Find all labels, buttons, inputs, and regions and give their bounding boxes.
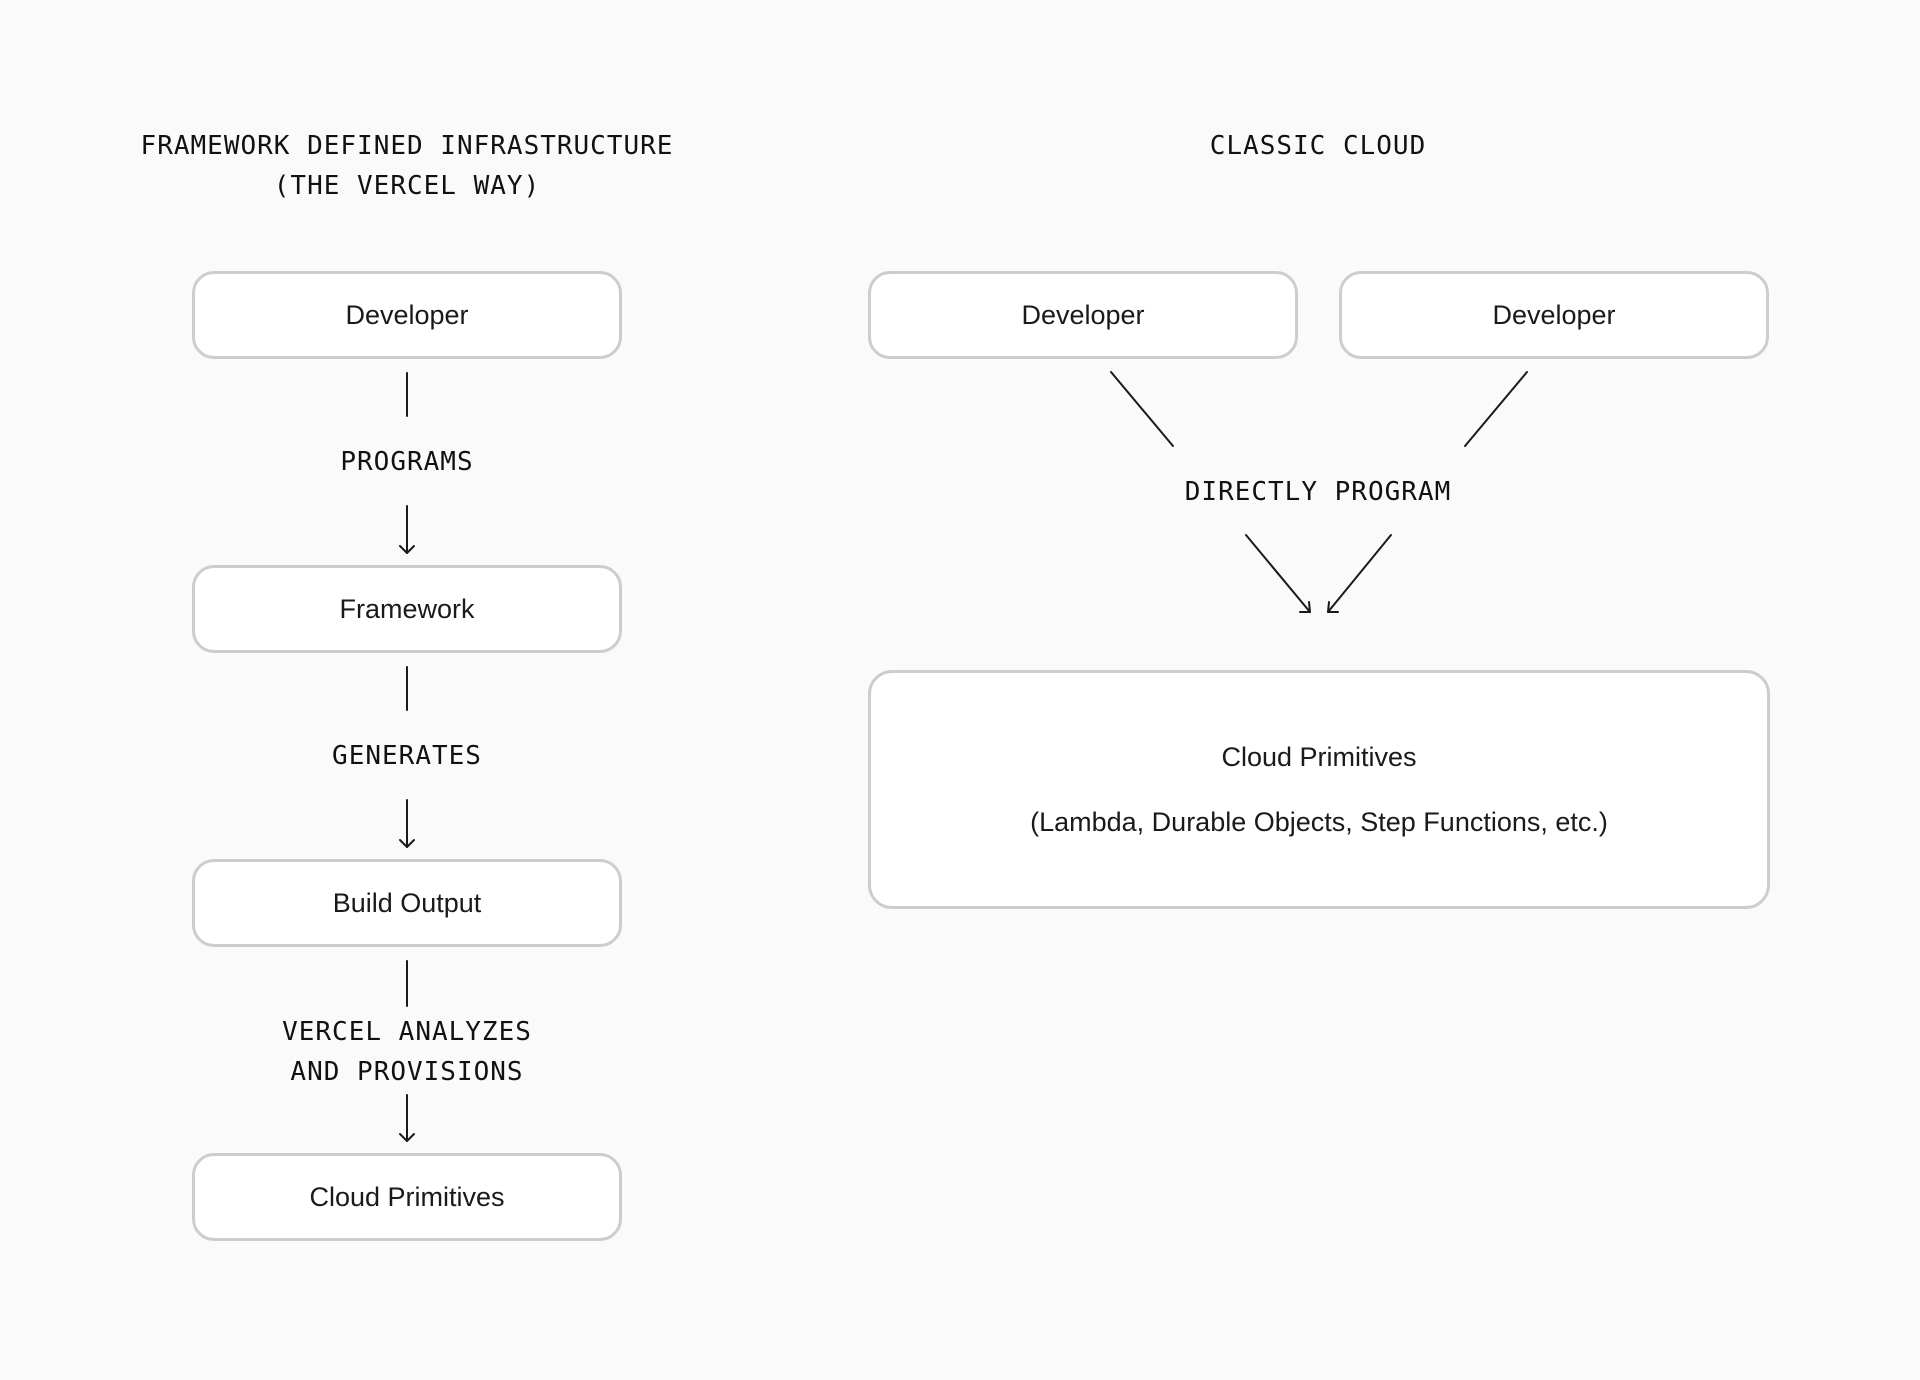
arrowhead-to-framework [399, 545, 415, 554]
build-output-label: Build Output [332, 887, 482, 918]
right-developer-node-a: Developer [868, 271, 1298, 359]
right-developer-a-label: Developer [1021, 299, 1145, 330]
programs-edge-label: PROGRAMS [340, 447, 474, 477]
framework-node: Framework [192, 565, 622, 653]
build-output-node: Build Output [192, 859, 622, 947]
analyzes-line2: AND PROVISIONS [290, 1057, 524, 1087]
right-cloud-primitives-node: Cloud Primitives (Lambda, Durable Object… [868, 670, 1770, 909]
left-heading-line2: (THE VERCEL WAY) [273, 171, 541, 201]
right-cloud-primitives-detail: (Lambda, Durable Objects, Step Functions… [1030, 806, 1608, 837]
left-panel-heading: FRAMEWORK DEFINED INFRASTRUCTURE (THE VE… [107, 126, 707, 206]
framework-label: Framework [339, 593, 475, 624]
left-developer-node: Developer [192, 271, 622, 359]
connector-converge-right [1327, 534, 1392, 613]
right-panel-heading: CLASSIC CLOUD [1209, 131, 1427, 161]
right-cloud-primitives-title: Cloud Primitives [1221, 741, 1417, 772]
connector-developer-b-diagonal [1464, 371, 1528, 447]
right-developer-b-label: Developer [1492, 299, 1616, 330]
analyzes-line1: VERCEL ANALYZES [282, 1017, 532, 1047]
directly-program-edge-label: DIRECTLY PROGRAM [1184, 477, 1452, 507]
analyzes-edge-label: VERCEL ANALYZES AND PROVISIONS [237, 1012, 577, 1092]
arrowhead-converge-left [1299, 601, 1311, 613]
arrowhead-converge-right [1327, 601, 1339, 613]
arrowhead-to-build-output [399, 839, 415, 848]
left-cloud-primitives-label: Cloud Primitives [309, 1181, 505, 1212]
connector-developer-a-diagonal [1110, 371, 1174, 447]
right-developer-node-b: Developer [1339, 271, 1769, 359]
left-heading-line1: FRAMEWORK DEFINED INFRASTRUCTURE [140, 131, 674, 161]
arrowhead-to-cloud-primitives [399, 1133, 415, 1142]
left-developer-label: Developer [345, 299, 469, 330]
connector-converge-left [1245, 534, 1311, 613]
left-cloud-primitives-node: Cloud Primitives [192, 1153, 622, 1241]
generates-edge-label: GENERATES [332, 741, 482, 771]
